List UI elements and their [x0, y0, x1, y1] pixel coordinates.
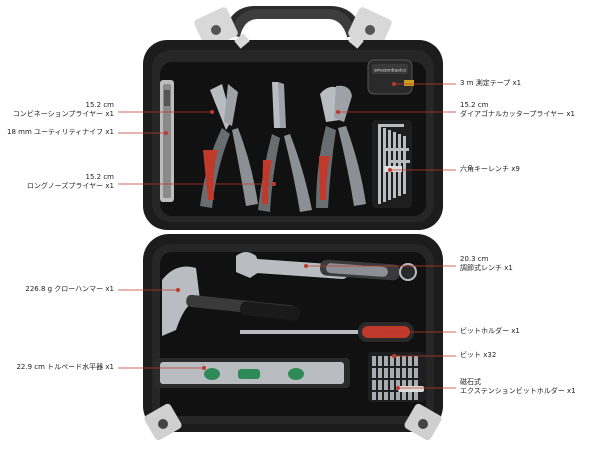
utility-knife: [160, 80, 174, 202]
long-nose-pliers: [258, 82, 312, 212]
label-line: 15.2 cm: [460, 101, 489, 109]
torpedo-level: [154, 358, 350, 388]
hex-key-set: [372, 120, 412, 208]
adjustable-wrench: [236, 252, 417, 281]
label-line: ビットホルダー x1: [460, 327, 520, 335]
label-tape-measure: 3 m 測定テープ x1: [460, 79, 521, 88]
bit-set: [368, 352, 426, 402]
label-line: 15.2 cm: [85, 173, 114, 181]
label-claw-hammer: 226.8 g クローハンマー x1: [25, 285, 114, 294]
label-line: 調節式レンチ x1: [460, 264, 513, 272]
label-line: 226.8 g クローハンマー x1: [25, 285, 114, 293]
combination-pliers: [200, 84, 258, 208]
claw-hammer: [162, 266, 300, 336]
label-diagonal-cutter: 15.2 cm ダイアゴナルカッタープライヤー x1: [460, 101, 575, 119]
label-line: 20.3 cm: [460, 255, 489, 263]
label-line: ロングノーズプライヤー x1: [26, 182, 114, 190]
label-utility-knife: 18 mm ユーティリティナイフ x1: [7, 128, 114, 137]
label-line: 六角キーレンチ x9: [460, 165, 520, 173]
label-bits: ビット x32: [460, 351, 496, 360]
label-line: コンビネーションプライヤー x1: [12, 110, 114, 118]
label-bit-holder: ビットホルダー x1: [460, 327, 520, 336]
label-line: 22.9 cm トルペード水平器 x1: [16, 363, 114, 371]
label-line: 15.2 cm: [85, 101, 114, 109]
label-hex-keys: 六角キーレンチ x9: [460, 165, 520, 174]
label-torpedo-level: 22.9 cm トルペード水平器 x1: [16, 363, 114, 372]
label-adjustable-wrench: 20.3 cm 調節式レンチ x1: [460, 255, 513, 273]
tape-measure: amazonbasics: [367, 59, 414, 95]
label-line: 磁石式: [460, 378, 481, 386]
label-extension-bit-holder: 磁石式 エクステンションビットホルダー x1: [460, 378, 576, 396]
label-line: ビット x32: [460, 351, 497, 359]
label-line: エクステンションビットホルダー x1: [460, 387, 576, 395]
label-long-nose-pliers: 15.2 cm ロングノーズプライヤー x1: [27, 173, 114, 191]
label-combination-pliers: 15.2 cm コンビネーションプライヤー x1: [13, 101, 114, 119]
label-line: 18 mm ユーティリティナイフ x1: [7, 128, 114, 136]
callout-leaders: [118, 82, 456, 390]
label-line: ダイアゴナルカッタープライヤー x1: [460, 110, 575, 118]
label-line: 3 m 測定テープ x1: [460, 79, 522, 87]
tape-brand-text: amazonbasics: [374, 68, 407, 74]
